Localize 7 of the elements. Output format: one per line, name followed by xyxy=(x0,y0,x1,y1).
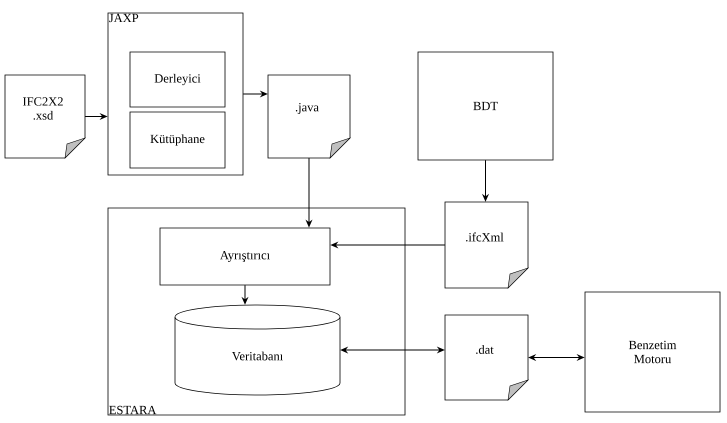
process-box: Ayrıştırıcı xyxy=(160,228,330,286)
node-label: Veritabanı xyxy=(232,352,283,360)
module-box: Derleyici xyxy=(130,52,226,108)
module-box: Kütüphane xyxy=(130,112,226,168)
database-cylinder: Veritabanı xyxy=(174,304,340,396)
process-box: BDT xyxy=(418,52,554,160)
process-box: Benzetim Motoru xyxy=(584,292,720,412)
